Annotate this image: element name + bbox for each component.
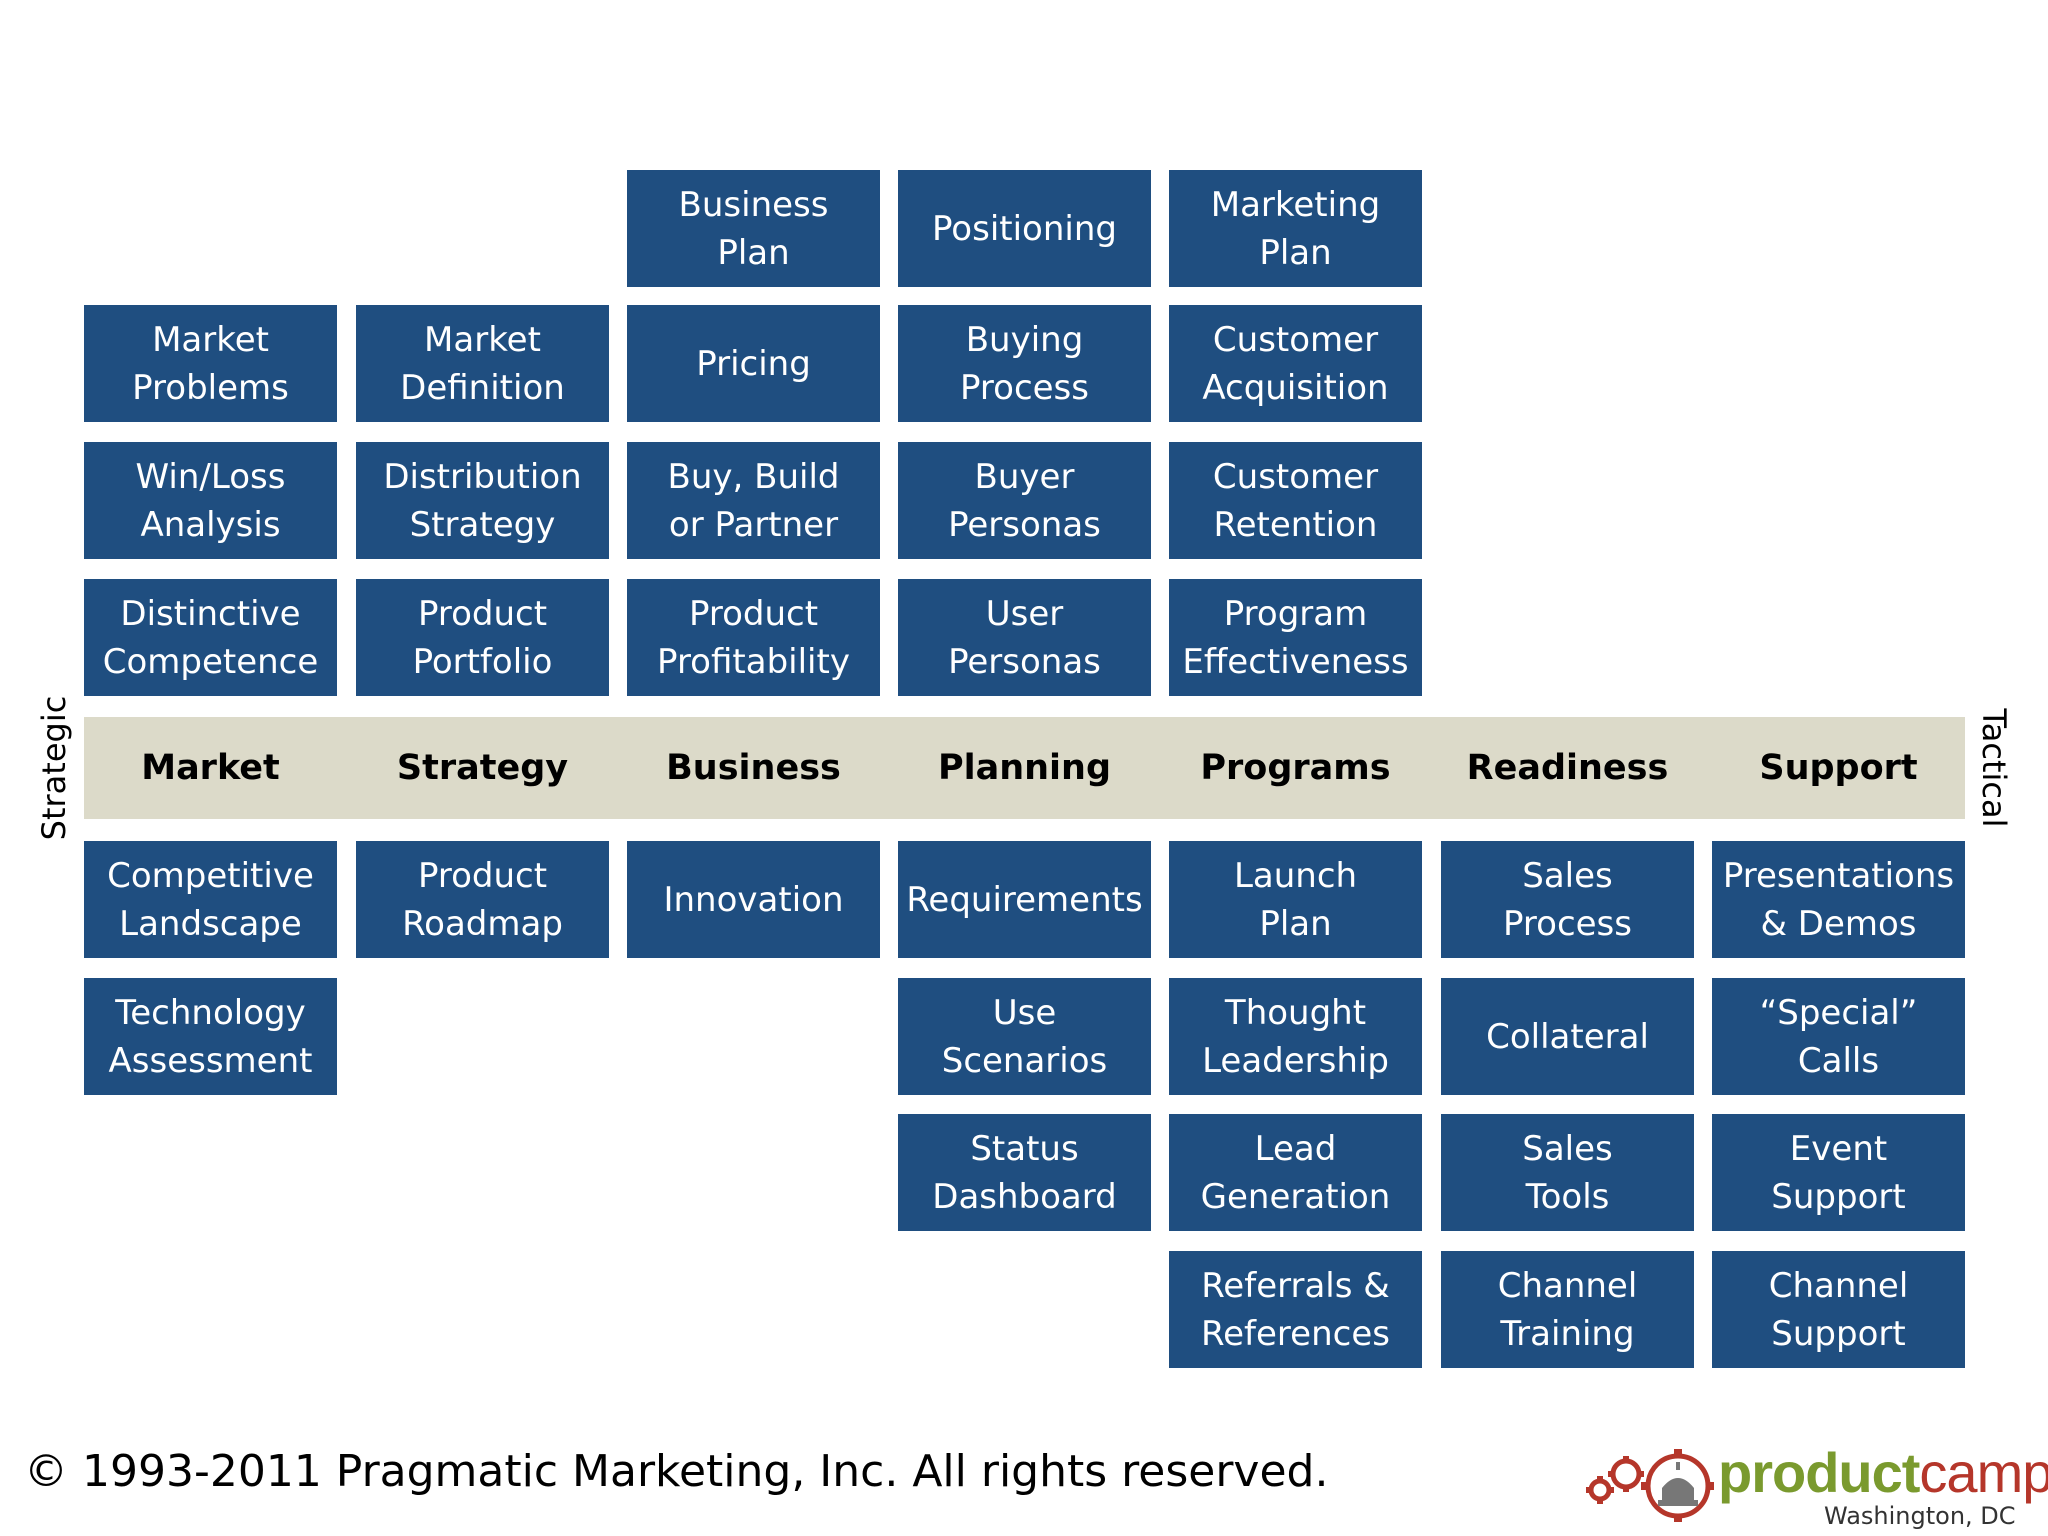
function-box: Competitive Landscape <box>84 841 337 958</box>
function-box: Channel Training <box>1441 1251 1694 1368</box>
function-box: Collateral <box>1441 978 1694 1095</box>
category-label: Readiness <box>1466 748 1669 788</box>
function-box: Sales Process <box>1441 841 1694 958</box>
function-box: Thought Leadership <box>1169 978 1422 1095</box>
function-box: Presentations & Demos <box>1712 841 1965 958</box>
category-label: Support <box>1759 748 1918 788</box>
category-label: Programs <box>1200 748 1391 788</box>
function-box: Customer Acquisition <box>1169 305 1422 422</box>
function-box: Pricing <box>627 305 880 422</box>
function-box: Launch Plan <box>1169 841 1422 958</box>
category-band <box>84 717 1965 819</box>
function-box: User Personas <box>898 579 1151 696</box>
function-box: Program Effectiveness <box>1169 579 1422 696</box>
category-label: Business <box>666 748 841 788</box>
function-box: Market Problems <box>84 305 337 422</box>
gears-capitol-icon <box>1586 1449 1714 1522</box>
strategic-label: Strategic <box>35 695 73 841</box>
function-box: Innovation <box>627 841 880 958</box>
copyright-text: © 1993-2011 Pragmatic Marketing, Inc. Al… <box>24 1446 1329 1497</box>
category-label: Market <box>141 748 280 788</box>
function-box: Product Roadmap <box>356 841 609 958</box>
productcamp-logo: productcamp Washington, DC <box>1578 1440 2048 1530</box>
function-box: Buying Process <box>898 305 1151 422</box>
function-box: Product Profitability <box>627 579 880 696</box>
function-box: Technology Assessment <box>84 978 337 1095</box>
function-box: Marketing Plan <box>1169 170 1422 287</box>
function-box: Referrals & References <box>1169 1251 1422 1368</box>
category-label: Planning <box>937 748 1112 788</box>
function-box: Use Scenarios <box>898 978 1151 1095</box>
function-box: Win/Loss Analysis <box>84 442 337 559</box>
function-box: Buyer Personas <box>898 442 1151 559</box>
function-box: Status Dashboard <box>898 1114 1151 1231</box>
logo-text-product: product <box>1718 1441 1920 1504</box>
function-box: Lead Generation <box>1169 1114 1422 1231</box>
function-box: Customer Retention <box>1169 442 1422 559</box>
tactical-label: Tactical <box>1975 708 2013 828</box>
logo-subtitle: Washington, DC <box>1824 1502 2016 1530</box>
function-box: Requirements <box>898 841 1151 958</box>
function-box: Channel Support <box>1712 1251 1965 1368</box>
function-box: Business Plan <box>627 170 880 287</box>
function-box: Product Portfolio <box>356 579 609 696</box>
function-box: Distribution Strategy <box>356 442 609 559</box>
function-box: Distinctive Competence <box>84 579 337 696</box>
function-box: Positioning <box>898 170 1151 287</box>
function-box: Buy, Build or Partner <box>627 442 880 559</box>
function-box: Market Definition <box>356 305 609 422</box>
function-box: Sales Tools <box>1441 1114 1694 1231</box>
logo-text-camp: camp <box>1919 1441 2048 1504</box>
logo-wordmark: productcamp <box>1718 1440 2048 1505</box>
function-box: “Special” Calls <box>1712 978 1965 1095</box>
category-label: Strategy <box>396 748 569 788</box>
function-box: Event Support <box>1712 1114 1965 1231</box>
